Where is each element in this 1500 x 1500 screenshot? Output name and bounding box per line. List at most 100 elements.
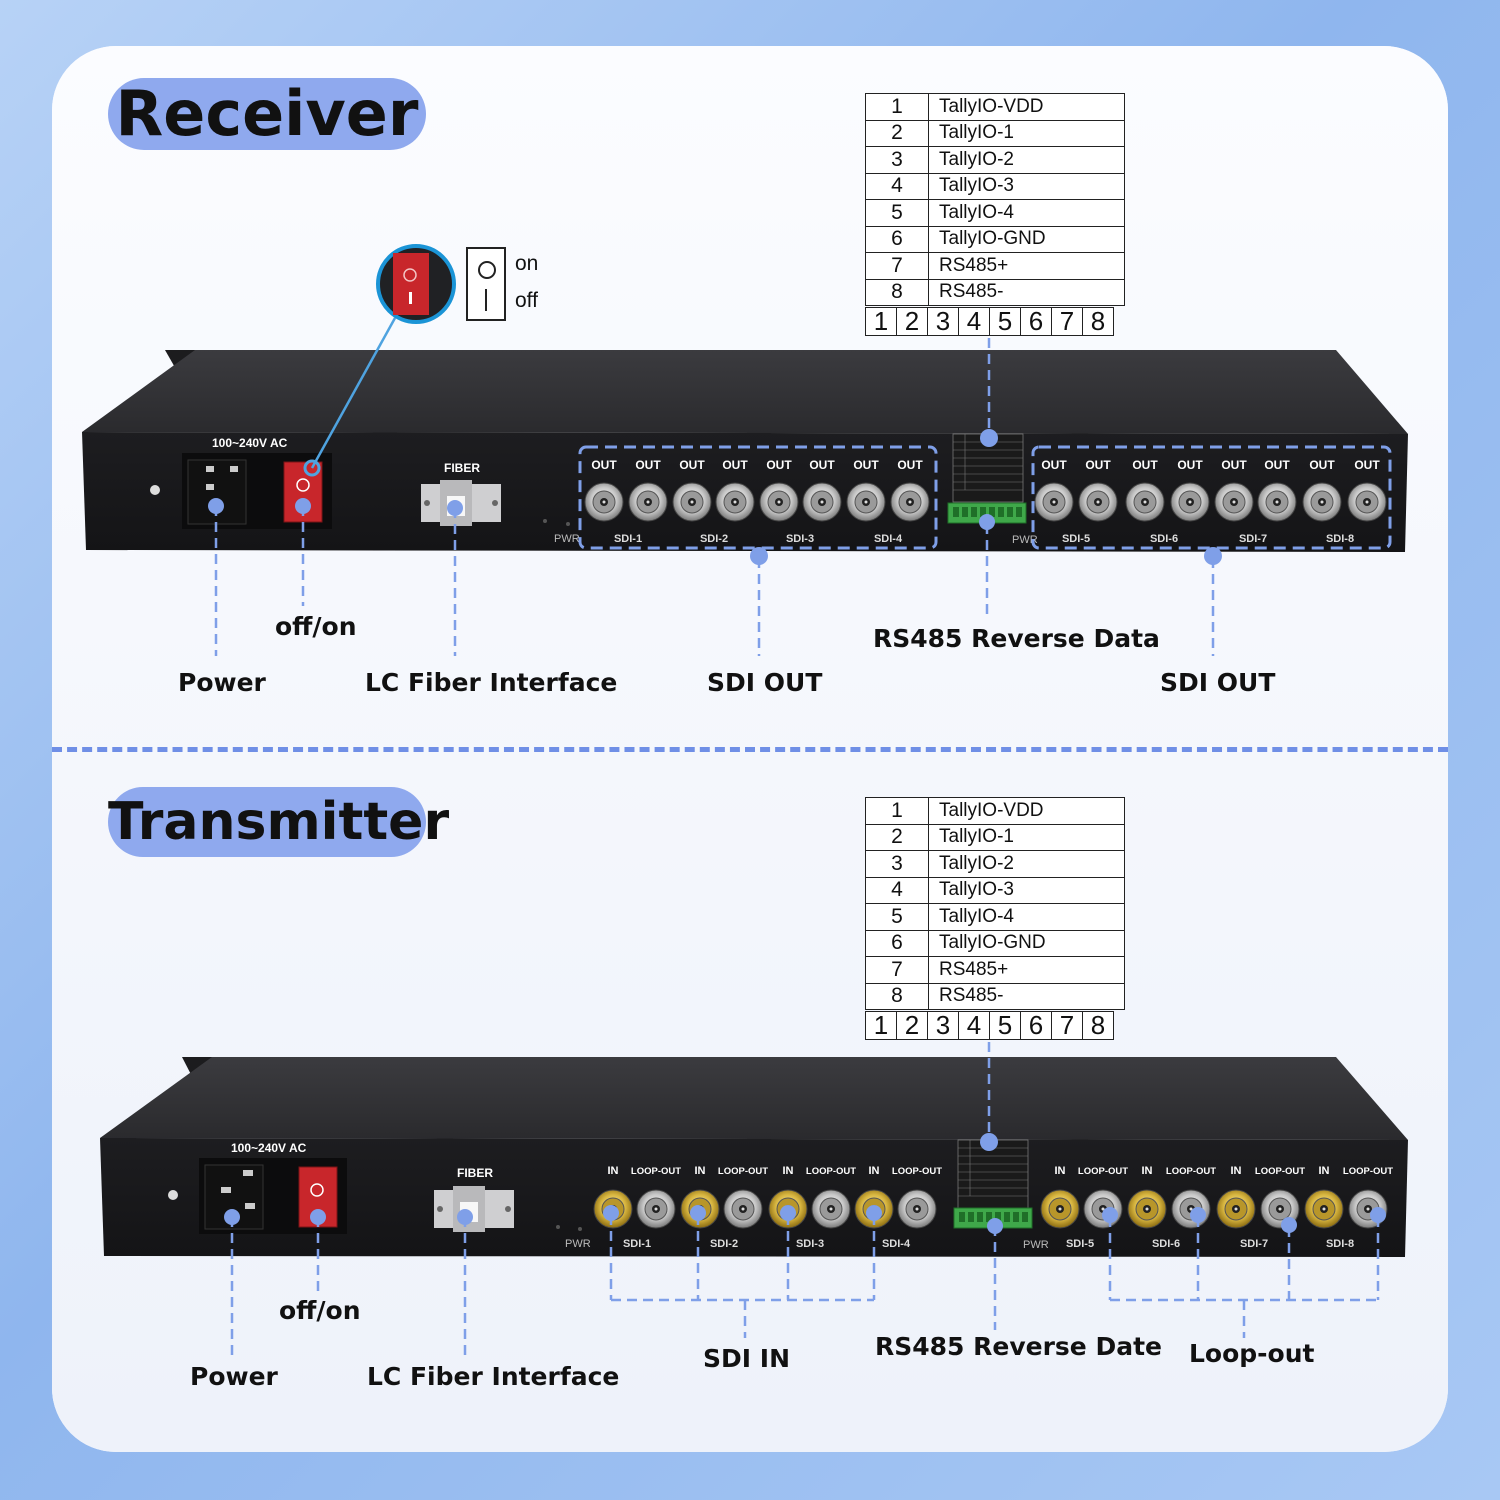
tx-callout-dots [224, 1133, 1386, 1234]
rx-screw-icon [150, 485, 160, 495]
tx-port-loop-label: LOOP-OUT [892, 1166, 942, 1177]
bnc-silver-connector-icon[interactable] [759, 482, 799, 522]
pin-signal: RS485- [928, 982, 1125, 1010]
bnc-silver-connector-icon[interactable] [1347, 482, 1387, 522]
tx-mini-pin-label-icon [957, 1139, 1029, 1209]
tx-port-in-label: IN [1231, 1165, 1242, 1177]
strip-pin-number: 4 [959, 308, 990, 335]
strip-pin-number: 2 [897, 1012, 928, 1039]
tx-fiber-label: LC Fiber Interface [367, 1362, 620, 1391]
bnc-silver-connector-icon[interactable] [890, 482, 930, 522]
bnc-silver-connector-icon[interactable] [628, 482, 668, 522]
tx-callout-lines [230, 1042, 1380, 1356]
rx-port-out-label: OUT [897, 458, 923, 472]
tx-sdi-group-label: SDI-6 [1152, 1238, 1180, 1250]
bnc-silver-connector-icon[interactable] [1214, 482, 1254, 522]
pin-number: 1 [865, 797, 929, 825]
rx-sdi-group-label: SDI-5 [1062, 533, 1090, 545]
bnc-silver-connector-icon[interactable] [723, 1189, 763, 1229]
pin-number: 8 [865, 278, 929, 306]
rx-port-out-label: OUT [766, 458, 792, 472]
pin-number: 6 [865, 929, 929, 957]
tx-top-panel [100, 1057, 1408, 1140]
switch-on-symbol-icon [478, 261, 496, 279]
bnc-silver-connector-icon[interactable] [1125, 482, 1165, 522]
rx-port-out-label: OUT [1177, 458, 1203, 472]
tx-port-in-label: IN [1319, 1165, 1330, 1177]
bnc-silver-connector-icon[interactable] [811, 1189, 851, 1229]
bnc-silver-connector-icon[interactable] [846, 482, 886, 522]
tx-port-loop-label: LOOP-OUT [718, 1166, 768, 1177]
tx-power-text: 100~240V AC [231, 1141, 307, 1155]
pin-signal: RS485+ [928, 252, 1125, 280]
tx-loopout-label: Loop-out [1189, 1339, 1315, 1368]
rx-port-out-label: OUT [1221, 458, 1247, 472]
tx-pwr-text-left: PWR [565, 1238, 591, 1250]
pin-signal: RS485+ [928, 956, 1125, 984]
bnc-silver-connector-icon[interactable] [1171, 1189, 1211, 1229]
bnc-silver-connector-icon[interactable] [672, 482, 712, 522]
rx-port-out-label: OUT [679, 458, 705, 472]
bnc-silver-connector-icon[interactable] [1302, 482, 1342, 522]
strip-pin-number: 1 [866, 308, 897, 335]
rx-rs485-label: RS485 Reverse Data [873, 624, 1160, 653]
tx-sdi-group-label: SDI-1 [623, 1238, 651, 1250]
switch-off-symbol-icon [485, 289, 487, 311]
bnc-silver-connector-icon[interactable] [636, 1189, 676, 1229]
bnc-silver-connector-icon[interactable] [897, 1189, 937, 1229]
rx-port-out-label: OUT [1085, 458, 1111, 472]
tx-sdi-group-label: SDI-7 [1240, 1238, 1268, 1250]
bnc-gold-connector-icon[interactable] [1040, 1189, 1080, 1229]
rx-switch-magnifier [303, 244, 456, 477]
pin-signal: TallyIO-2 [928, 146, 1125, 174]
rx-offon-label: off/on [275, 612, 357, 641]
pin-signal: TallyIO-1 [928, 119, 1125, 147]
pin-number: 3 [865, 146, 929, 174]
pin-signal: TallyIO-4 [928, 199, 1125, 227]
bnc-gold-connector-icon[interactable] [1127, 1189, 1167, 1229]
pin-number: 4 [865, 876, 929, 904]
tx-sdi-group-label: SDI-2 [710, 1238, 738, 1250]
bnc-silver-connector-icon[interactable] [802, 482, 842, 522]
strip-pin-number: 2 [897, 308, 928, 335]
pin-number: 7 [865, 252, 929, 280]
tx-port-loop-label: LOOP-OUT [1078, 1166, 1128, 1177]
bnc-silver-connector-icon[interactable] [1083, 1189, 1123, 1229]
rx-power-label: Power [178, 668, 266, 697]
pin-number: 4 [865, 172, 929, 200]
bnc-silver-connector-icon[interactable] [1170, 482, 1210, 522]
tx-port-in-label: IN [1055, 1165, 1066, 1177]
bnc-silver-connector-icon[interactable] [715, 482, 755, 522]
strip-pin-number: 7 [1052, 1012, 1083, 1039]
strip-pin-number: 3 [928, 1012, 959, 1039]
bnc-silver-connector-icon[interactable] [584, 482, 624, 522]
tx-sdi-group-label: SDI-5 [1066, 1238, 1094, 1250]
pin-signal: RS485- [928, 278, 1125, 306]
rx-pwr-text-right: PWR [1012, 534, 1038, 546]
rx-port-out-label: OUT [1132, 458, 1158, 472]
bnc-silver-connector-icon[interactable] [1078, 482, 1118, 522]
pin-signal: TallyIO-VDD [928, 797, 1125, 825]
rx-port-out-label: OUT [1309, 458, 1335, 472]
switch-legend [466, 247, 506, 321]
bnc-gold-connector-icon[interactable] [1304, 1189, 1344, 1229]
tx-offon-label: off/on [279, 1296, 361, 1325]
tx-sdi-group-label: SDI-4 [882, 1238, 911, 1250]
tx-port-in-label: IN [608, 1165, 619, 1177]
bnc-silver-connector-icon[interactable] [1034, 482, 1074, 522]
bnc-gold-connector-icon[interactable] [1216, 1189, 1256, 1229]
rx-left-out-group-frame [578, 445, 938, 550]
bnc-silver-connector-icon[interactable] [1257, 482, 1297, 522]
